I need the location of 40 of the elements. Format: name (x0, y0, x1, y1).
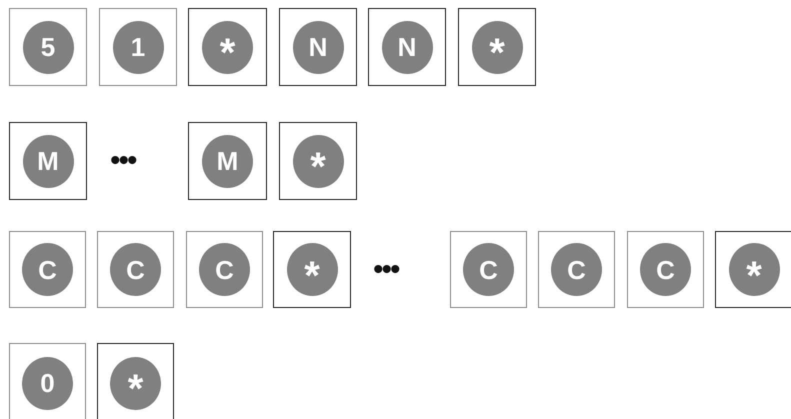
key-box (279, 8, 357, 86)
key-box (9, 343, 86, 419)
key-label: C (640, 243, 691, 296)
key-label: * (110, 356, 161, 410)
key-label: * (292, 134, 344, 188)
key-box (188, 122, 267, 200)
key-box (186, 231, 263, 308)
key-box (273, 231, 351, 308)
key-label: 1 (112, 20, 164, 74)
key-label: * (286, 243, 338, 296)
key-box (9, 8, 87, 86)
key-box (627, 231, 704, 308)
key-box (279, 122, 357, 200)
key-box (97, 343, 174, 419)
key-label: C (110, 243, 161, 296)
key-box (99, 8, 177, 86)
ellipsis: ••• (110, 146, 136, 176)
key-label: C (22, 243, 73, 296)
key-box (450, 231, 527, 308)
key-label: N (292, 20, 344, 74)
key-label: 0 (22, 356, 73, 410)
key-box (538, 231, 615, 308)
key-box (188, 8, 267, 86)
key-label: M (22, 134, 74, 188)
key-box (9, 231, 86, 308)
key-label: C (551, 243, 602, 296)
key-label: M (202, 134, 253, 188)
key-label: N (382, 20, 432, 74)
key-box (97, 231, 174, 308)
key-label: 5 (22, 20, 74, 74)
key-label: * (472, 20, 522, 74)
key-box (458, 8, 536, 86)
key-box (9, 122, 87, 200)
key-label: C (463, 243, 514, 296)
ellipsis: ••• (373, 255, 399, 285)
key-label: * (728, 243, 780, 296)
key-label: C (199, 243, 250, 296)
key-box (715, 231, 791, 308)
key-label: * (202, 20, 253, 74)
key-box (368, 8, 446, 86)
